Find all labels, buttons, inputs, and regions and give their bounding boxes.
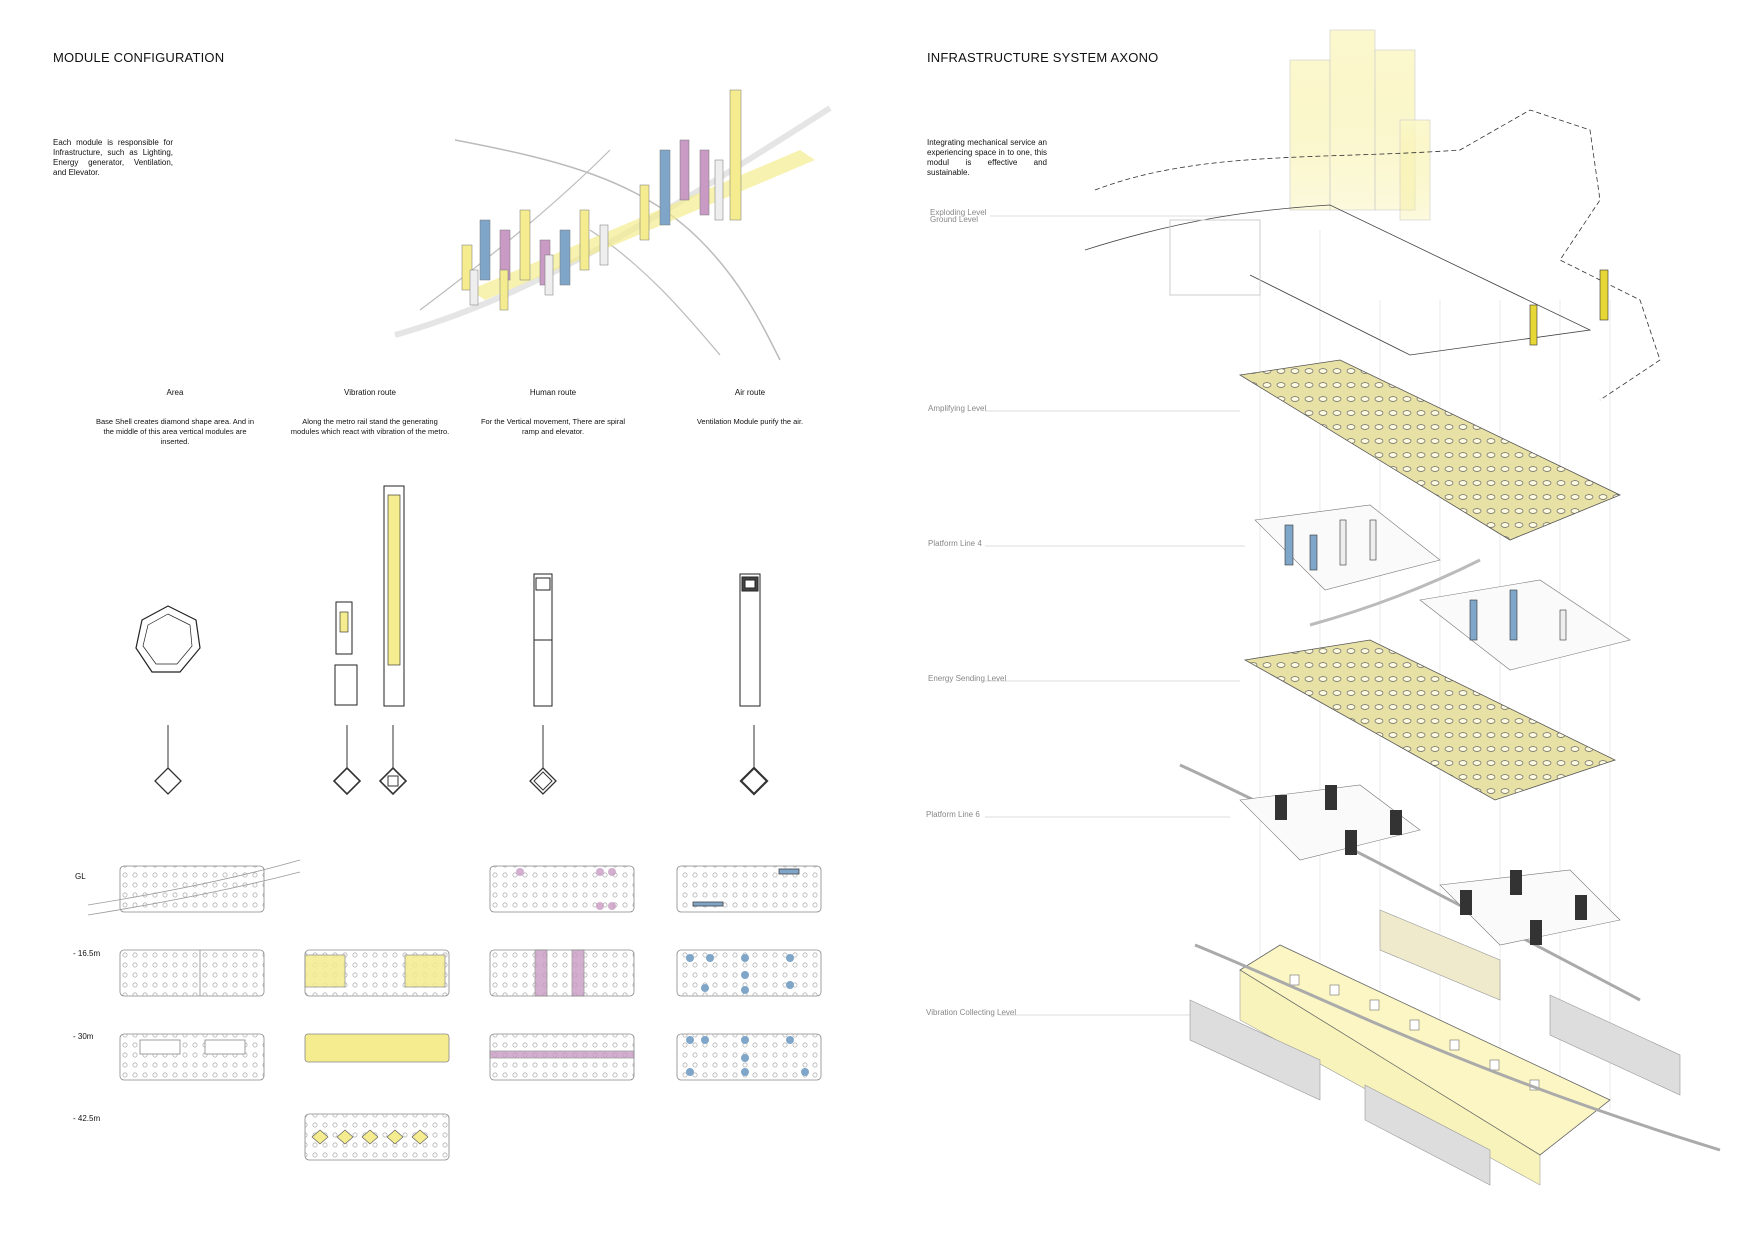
- vibration-module-small-icon: [334, 601, 358, 706]
- level-label-vibration: Vibration Collecting Level: [926, 1008, 1017, 1017]
- column-desc-area: Base Shell creates diamond shape area. A…: [95, 417, 255, 446]
- row-label-gl: GL: [75, 872, 86, 881]
- column-head-air: Air route: [734, 388, 766, 397]
- column-head-vibration: Vibration route: [344, 388, 396, 397]
- row-label-42m: - 42.5m: [73, 1114, 101, 1123]
- vibration-module-tall-icon: [383, 485, 405, 707]
- module-configuration-title: MODULE CONFIGURATION: [53, 50, 225, 65]
- air-module-icon: [739, 573, 761, 707]
- row-label-16m: - 16.5m: [73, 949, 101, 958]
- city-axonometric-drawing: [394, 89, 832, 361]
- area-module-icon: [135, 605, 201, 673]
- level-label-platform4: Platform Line 4: [928, 539, 982, 548]
- infrastructure-axono-title: INFRASTRUCTURE SYSTEM AXONO: [927, 50, 1159, 65]
- level-label-platform6: Platform Line 6: [926, 810, 980, 819]
- infrastructure-axono-drawing: [985, 29, 1721, 1186]
- module-intro-text: Each module is responsible for Infrastru…: [53, 138, 173, 177]
- column-desc-human: For the Vertical movement, There are spi…: [480, 417, 626, 436]
- human-module-icon: [533, 573, 553, 707]
- diamond-symbols: [154, 725, 769, 796]
- column-desc-air: Ventilation Module purify the air.: [696, 417, 804, 426]
- level-label-ground: Ground Level: [930, 215, 979, 224]
- level-label-energy: Energy Sending Level: [928, 674, 1007, 683]
- column-desc-vibration: Along the metro rail stand the generatin…: [290, 417, 450, 436]
- column-head-area: Area: [166, 388, 184, 397]
- axono-intro-text: Integrating mechanical service an experi…: [927, 138, 1047, 177]
- column-head-human: Human route: [529, 388, 577, 397]
- level-label-amplifying: Amplifying Level: [928, 404, 987, 413]
- level-label-exploding: Exploding Level: [930, 208, 987, 217]
- plan-grid: [87, 859, 822, 1161]
- row-label-30m: - 30m: [73, 1032, 94, 1041]
